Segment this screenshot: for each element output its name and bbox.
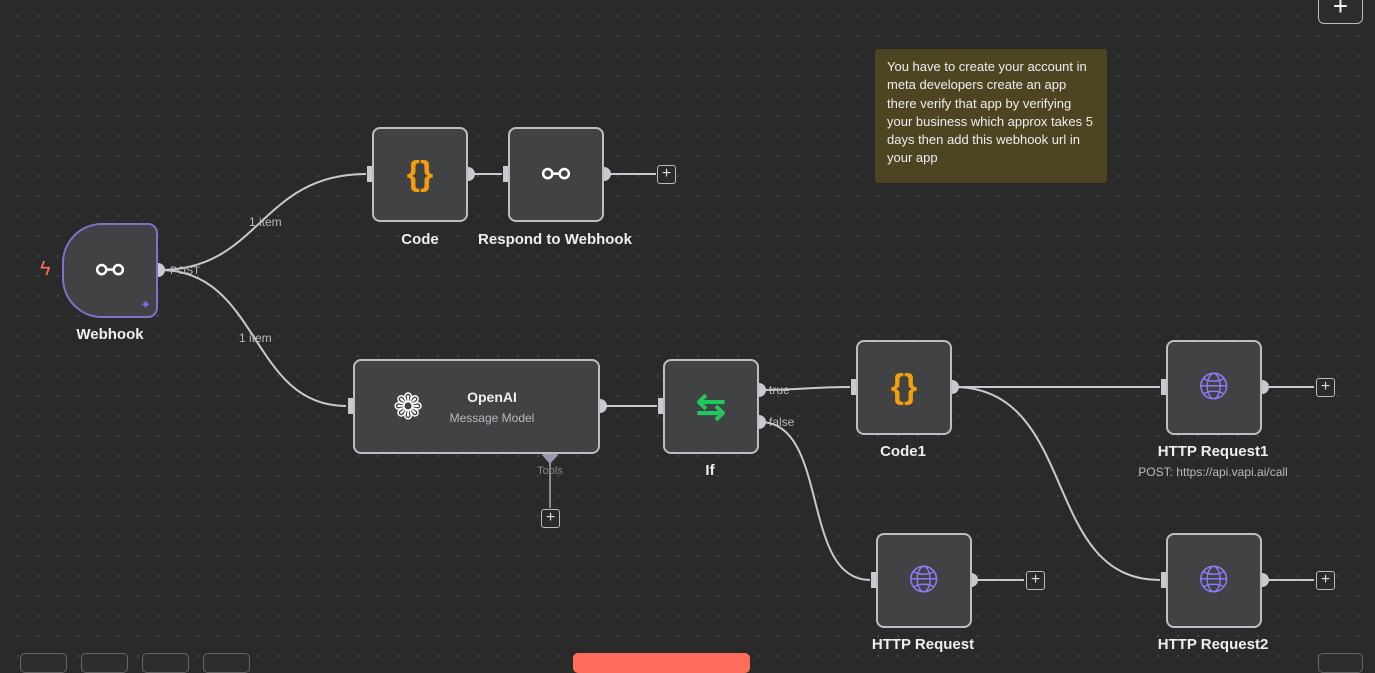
- globe-icon: 🌐︎: [1198, 366, 1230, 408]
- open-nodes-panel-button[interactable]: +: [1318, 0, 1363, 24]
- trigger-bolt-icon: ϟ: [40, 258, 51, 280]
- add-node-button[interactable]: +: [1026, 571, 1045, 590]
- node-webhook[interactable]: ⚯ ✦: [62, 223, 158, 318]
- tools-label: Tools: [537, 465, 563, 477]
- canvas-control-button[interactable]: [1318, 653, 1363, 673]
- globe-icon: 🌐︎: [908, 559, 940, 601]
- node-http-request2[interactable]: 🌐︎: [1166, 533, 1262, 628]
- test-workflow-button[interactable]: [573, 653, 750, 673]
- pin-icon: ✦: [140, 297, 151, 312]
- add-tool-button[interactable]: +: [541, 509, 560, 528]
- node-if[interactable]: ⇆: [663, 359, 759, 454]
- edge-webhook-openai: [159, 269, 347, 407]
- zoom-to-fit-button[interactable]: [20, 653, 67, 673]
- node-label: HTTP Request2: [1157, 636, 1269, 653]
- globe-icon: 🌐︎: [1198, 559, 1230, 601]
- sticky-note[interactable]: You have to create your account in meta …: [875, 49, 1107, 183]
- edge-label: 1 item: [249, 215, 282, 229]
- node-code[interactable]: {}: [372, 127, 468, 222]
- node-http-request[interactable]: 🌐︎: [876, 533, 972, 628]
- code-braces-icon: {}: [890, 368, 918, 406]
- node-label: OpenAI: [467, 389, 517, 405]
- node-subtitle: POST: https://api.vapi.ai/call: [1138, 465, 1288, 479]
- node-label: Code1: [880, 443, 926, 460]
- edge-label: 1 item: [239, 331, 272, 345]
- webhook-icon: ⚯: [541, 155, 571, 194]
- openai-icon: ❁: [393, 385, 424, 427]
- add-node-button[interactable]: +: [657, 165, 676, 184]
- output-label: POST: [170, 265, 200, 277]
- reset-zoom-button[interactable]: [203, 653, 250, 673]
- edge-webhook-code: [159, 173, 367, 271]
- node-subtitle: Message Model: [449, 411, 535, 425]
- node-label: Respond to Webhook: [478, 231, 632, 248]
- node-code1[interactable]: {}: [856, 340, 952, 435]
- webhook-icon: ⚯: [95, 251, 125, 290]
- node-http-request1[interactable]: 🌐︎: [1166, 340, 1262, 435]
- node-label: HTTP Request: [871, 636, 975, 653]
- edge-code1-http2: [952, 386, 1161, 581]
- edge-if-code1: [759, 386, 851, 391]
- node-label: HTTP Request1: [1157, 443, 1269, 460]
- node-label: Code: [401, 231, 439, 248]
- add-node-button[interactable]: +: [1316, 378, 1335, 397]
- node-label: If: [705, 462, 715, 479]
- output-false-label: false: [769, 415, 795, 429]
- node-respond-to-webhook[interactable]: ⚯: [508, 127, 604, 222]
- node-label: Webhook: [76, 326, 144, 343]
- node-openai[interactable]: ❁: [353, 359, 600, 454]
- output-true-label: true: [769, 383, 790, 397]
- signpost-icon: ⇆: [695, 385, 727, 427]
- code-braces-icon: {}: [406, 155, 434, 193]
- zoom-out-button[interactable]: [142, 653, 189, 673]
- zoom-in-button[interactable]: [81, 653, 128, 673]
- edge-if-http: [759, 421, 871, 581]
- add-node-button[interactable]: +: [1316, 571, 1335, 590]
